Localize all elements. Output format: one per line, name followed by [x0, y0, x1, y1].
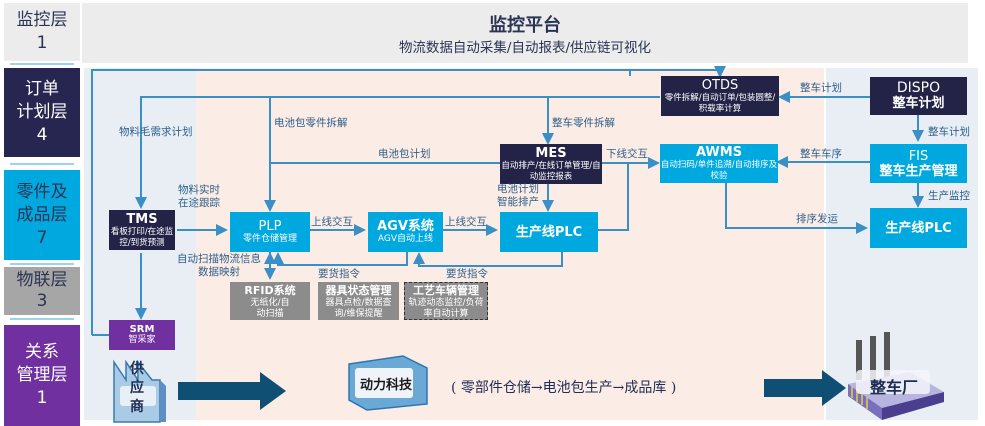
line-otds-left [135, 96, 660, 209]
layer-order-plan-num: 4 [36, 125, 48, 145]
label-vehicle-plan-fis: 整车计划 [928, 126, 970, 138]
dispo-desc: 整车计划 [892, 96, 945, 111]
monitor-subtitle: 物流数据自动采集/自动报表/供应链可视化 [398, 40, 652, 56]
label-offline: 下线交互 [606, 148, 648, 160]
layer-iot-num: 3 [36, 291, 48, 311]
supplier-label: 供 应 商 [130, 361, 144, 415]
label-material-demand: 物料毛需求计划 [119, 126, 193, 138]
mes-box[interactable]: MES 自动排产/在线订单管理/自动监控报表 [500, 144, 602, 184]
layer-parts-products-name: 零件及 成品层 [16, 181, 68, 225]
power-tech-flow: ( 零部件仓储→电池包生产→成品库 ) [451, 380, 677, 396]
layer-monitor-name: 监控层 [16, 10, 68, 30]
tool-status-box[interactable]: 器具状态管理 器具点检/数据查询/维保提醒 [318, 282, 399, 320]
label-battery-parts: 电池包零件拆解 [274, 117, 348, 129]
fis-desc: 整车生产管理 [879, 163, 958, 179]
label-online-plp-agv: 上线交互 [311, 216, 353, 228]
layer-divider [10, 263, 74, 265]
layer-iot: 物联层 3 [4, 267, 80, 315]
label-battery-plan: 电池包计划 [378, 148, 431, 160]
layer-divider [10, 63, 74, 65]
tms-title: TMS [126, 211, 158, 227]
line-frame [91, 69, 631, 335]
flow-arrow-icon [178, 372, 286, 410]
otds-box[interactable]: OTDS 零件拆解/自动订单/包装圆整/积载率计算 [661, 76, 779, 116]
label-seq-ship: 排序发运 [796, 213, 838, 225]
rfid-desc: 无纸化/自动扫描 [250, 297, 290, 319]
layer-divider [10, 318, 74, 320]
line-awms-plc2 [725, 183, 868, 234]
label-vehicle-plan-otds: 整车计划 [800, 82, 842, 94]
line-frame-to-otds [630, 66, 726, 78]
layer-order-plan-name: 订单 计划层 [16, 79, 68, 122]
otds-title: OTDS [701, 77, 739, 93]
label-material-tracking: 物料实时 在途跟踪 [178, 184, 220, 209]
label-prod-monitor: 生产监控 [928, 190, 970, 202]
power-tech-label: 动力科技 [359, 378, 412, 393]
awms-box[interactable]: AWMS 自动扫码/单件追溯/自动排序及校验 [660, 144, 778, 183]
srm-box[interactable]: SRM 智采家 [109, 320, 175, 350]
fis-title: FIS [908, 148, 929, 164]
srm-desc: 智采家 [128, 335, 156, 345]
supplier-building-icon [113, 359, 166, 423]
label-auto-scan: 自动扫描物流信息 数据映射 [177, 253, 261, 278]
label-vehicle-seq: 整车车序 [800, 148, 842, 160]
agv-desc: AGV自动上线 [377, 234, 434, 244]
dispo-title: DISPO [896, 80, 941, 96]
mes-title: MES [535, 145, 567, 161]
layer-relationship: 关系 管理层 1 [4, 325, 80, 426]
rfid-title: RFID系统 [244, 283, 296, 297]
car-plant-label: 整车厂 [869, 378, 918, 397]
monitor-title: 监控平台 [489, 15, 561, 36]
vehicle-mgmt-desc: 轨迹动态监控/负荷率自动计算 [408, 297, 484, 319]
layer-order-plan: 订单 计划层 4 [4, 68, 80, 157]
tms-box[interactable]: TMS 看板打印/在途监控/到货预测 [109, 210, 175, 250]
rfid-box[interactable]: RFID系统 无纸化/自动扫描 [230, 282, 310, 320]
label-battery-sched: 电池计划 智能排产 [497, 183, 539, 208]
plp-title: PLP [258, 219, 282, 234]
layer-iot-name: 物联层 [16, 270, 68, 290]
car-plant-factory-icon [848, 332, 944, 420]
label-order-cmd-agv: 要货指令 [318, 268, 360, 280]
plc-line-title: 生产线PLC [515, 224, 583, 240]
agv-box[interactable]: AGV系统 AGV自动上线 [368, 212, 443, 252]
layer-divider [10, 163, 74, 165]
mes-desc: 自动排产/在线订单管理/自动监控报表 [501, 160, 601, 182]
layer-relationship-num: 1 [36, 388, 48, 408]
layer-parts-products-num: 7 [36, 227, 48, 248]
layer-relationship-name: 关系 管理层 [16, 342, 68, 385]
plc-vehicle-box[interactable]: 生产线PLC [870, 208, 967, 248]
fis-box[interactable]: FIS 整车生产管理 [870, 144, 967, 183]
tms-desc: 看板打印/在途监控/到货预测 [110, 226, 174, 248]
agv-title: AGV系统 [377, 219, 434, 234]
tool-status-title: 器具状态管理 [325, 283, 392, 297]
awms-desc: 自动扫码/单件追溯/自动排序及校验 [660, 160, 778, 181]
layer-monitor: 监控层 1 [4, 3, 80, 61]
vehicle-mgmt-box[interactable]: 工艺车辆管理 轨迹动态监控/负荷率自动计算 [404, 282, 488, 320]
dispo-box[interactable]: DISPO 整车计划 [870, 77, 967, 115]
vehicle-mgmt-title: 工艺车辆管理 [413, 283, 479, 297]
srm-title: SRM [129, 324, 155, 335]
line-plc-agv-order [413, 252, 563, 267]
layer-parts-products: 零件及 成品层 7 [4, 170, 80, 260]
label-online-agv-plc: 上线交互 [445, 216, 487, 228]
plp-desc: 零件仓储管理 [242, 234, 297, 244]
tool-status-desc: 器具点检/数据查询/维保提醒 [325, 297, 392, 319]
plp-box[interactable]: PLP 零件仓储管理 [230, 212, 310, 252]
label-order-cmd-plc: 要货指令 [446, 268, 488, 280]
plc-vehicle-title: 生产线PLC [885, 220, 952, 236]
label-vehicle-parts: 整车零件拆解 [552, 117, 615, 129]
flow-arrow-icon [764, 370, 846, 406]
layer-monitor-num: 1 [36, 33, 48, 53]
monitor-zone [82, 3, 968, 63]
plc-line-box[interactable]: 生产线PLC [500, 212, 598, 252]
line-agv-plp-order [272, 252, 408, 266]
line-plc-offline [596, 163, 629, 231]
otds-desc: 零件拆解/自动订单/包装圆整/积载率计算 [664, 92, 776, 114]
awms-title: AWMS [695, 145, 743, 160]
power-tech-building-icon [348, 355, 428, 411]
